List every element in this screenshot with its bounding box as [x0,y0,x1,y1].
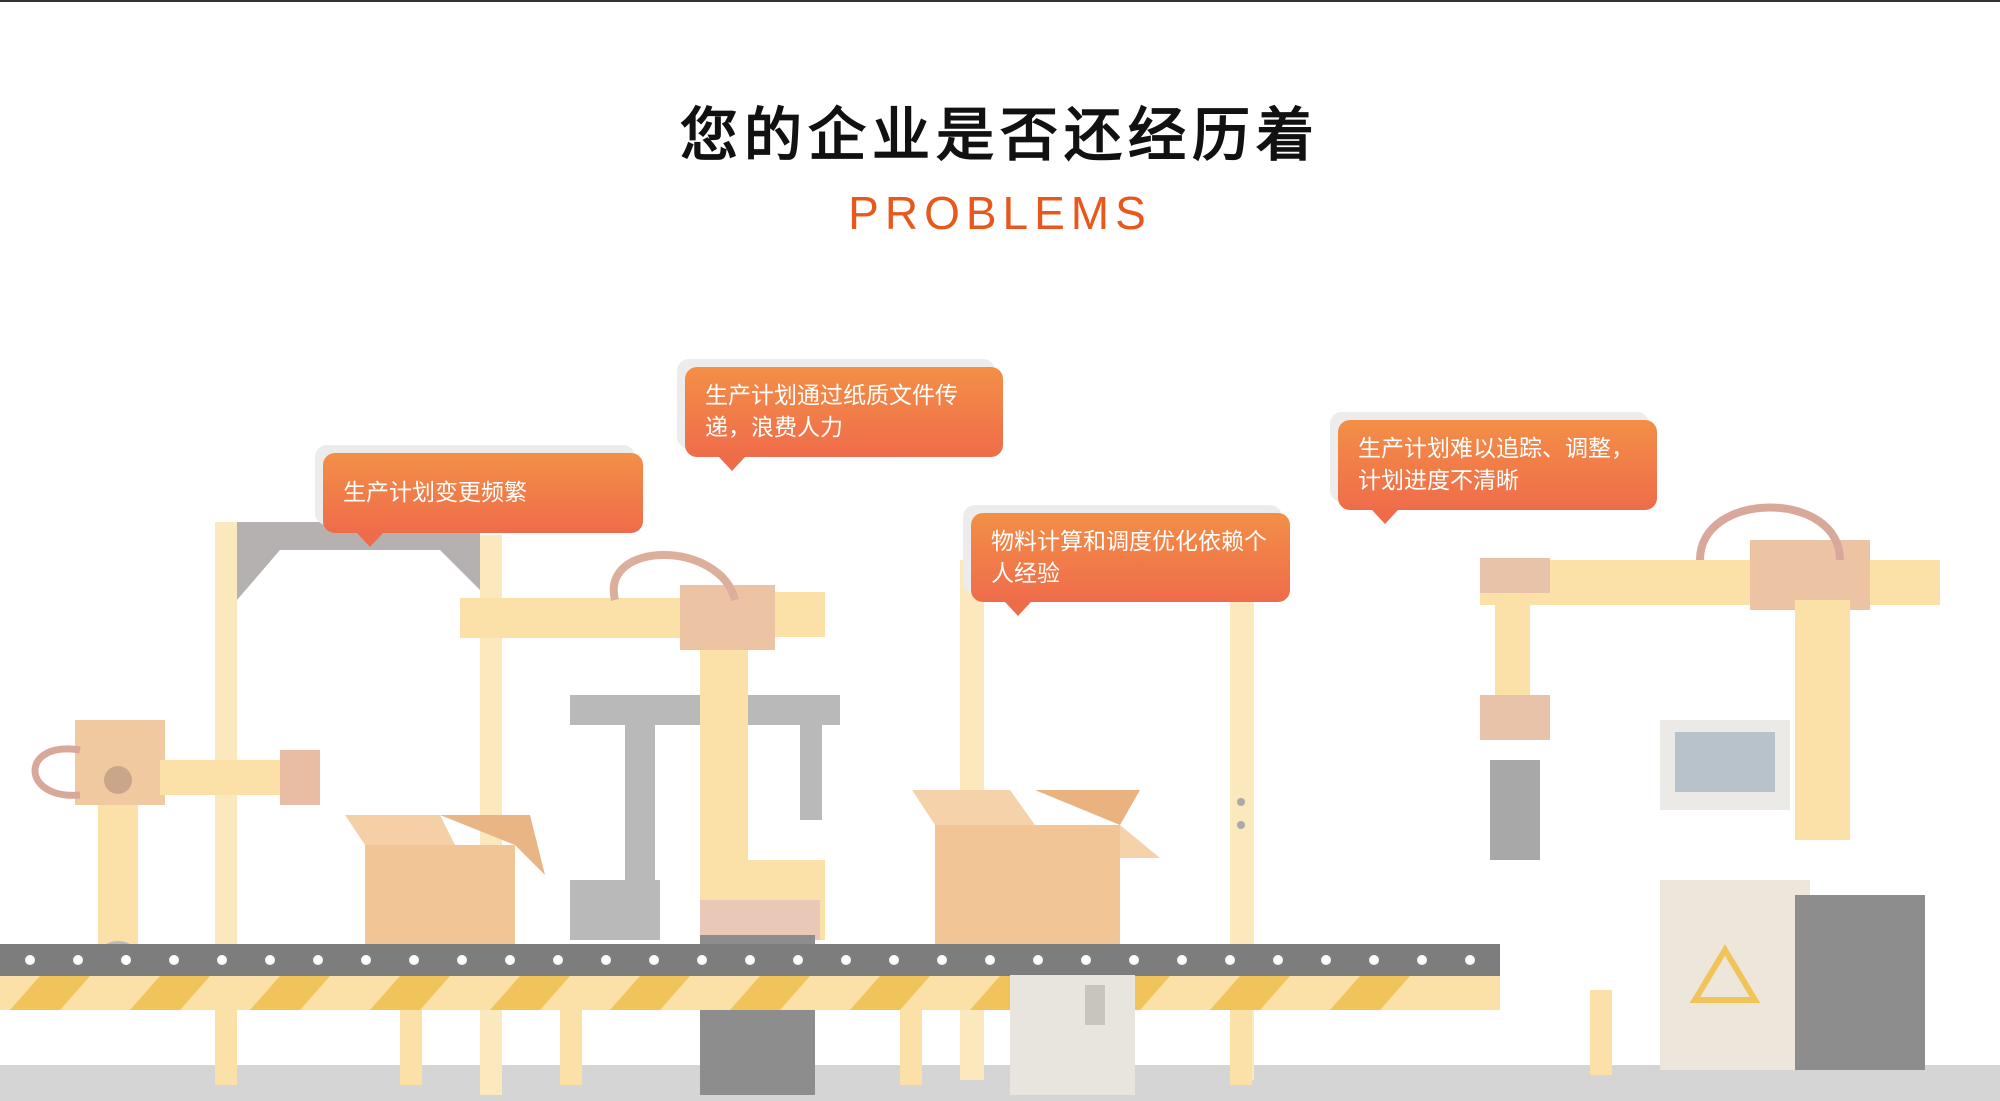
roller-dot [841,955,851,965]
roller-dot [409,955,419,965]
roller-dot [1273,955,1283,965]
roller-dot [265,955,275,965]
roller-dot [601,955,611,965]
problem-text: 生产计划难以追踪、调整，计划进度不清晰 [1358,436,1634,494]
roller-dot [1081,955,1091,965]
problem-text: 生产计划变更频繁 [343,480,527,506]
robot-arm-right [1480,503,1940,860]
roller-dot [457,955,467,965]
ground [0,1065,2000,1101]
roller-dot [169,955,179,965]
problem-text: 生产计划通过纸质文件传递，浪费人力 [705,383,958,441]
page-title: 您的企业是否还经历着 [679,101,1320,169]
problem-bubble-2: 生产计划通过纸质文件传递，浪费人力 [685,367,1003,471]
top-border [0,0,2000,2]
roller-dot [553,955,563,965]
roller-dot [73,955,83,965]
problem-bubble-4: 生产计划难以追踪、调整，计划进度不清晰 [1338,420,1657,524]
roller-dot [1321,955,1331,965]
roller-dot [985,955,995,965]
roller-dot [25,955,35,965]
roller-dot [1465,955,1475,965]
problem-bubble-3: 物料计算和调度优化依赖个人经验 [971,513,1290,616]
gray-robot-arm [570,695,840,940]
roller-dot [745,955,755,965]
roller-dot [1369,955,1379,965]
roller-dot [1417,955,1427,965]
conveyor-legs [215,990,1612,1085]
problem-text: 物料计算和调度优化依赖个人经验 [991,528,1267,587]
control-terminal [1660,720,1925,1070]
roller-dot [121,955,131,965]
roller-dot [793,955,803,965]
roller-dot [649,955,659,965]
server-cabinet [1010,975,1135,1095]
roller-dot [889,955,899,965]
roller-dot [505,955,515,965]
cardboard-box-left [345,815,545,945]
problem-bubble-1: 生产计划变更频繁 [323,453,643,547]
conveyor-belt [0,944,1500,1010]
roller-dot [697,955,707,965]
roller-dot [937,955,947,965]
roller-dot [1225,955,1235,965]
cardboard-box-middle [912,790,1160,945]
roller-dot [1129,955,1139,965]
page-subtitle: PROBLEMS [848,187,1152,239]
roller-dot [217,955,227,965]
roller-dot [1177,955,1187,965]
roller-dot [313,955,323,965]
roller-dot [361,955,371,965]
roller-dot [1033,955,1043,965]
